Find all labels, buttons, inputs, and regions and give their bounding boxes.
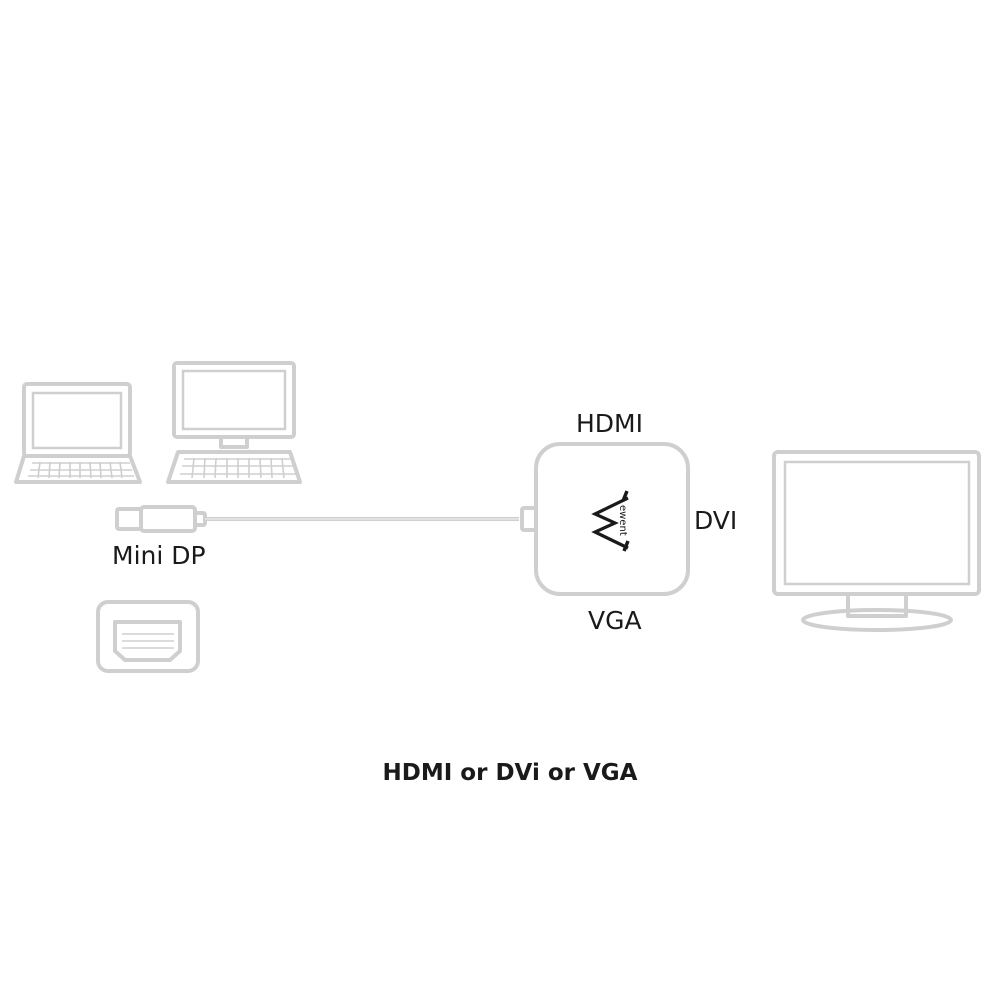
mini-dp-plug-icon [115, 505, 207, 533]
dvi-label: DVI [694, 506, 737, 535]
mini-dp-port-icon [96, 600, 200, 673]
mini-dp-label: Mini DP [112, 541, 206, 570]
hdmi-label: HDMI [576, 409, 643, 438]
laptop-icon [14, 382, 142, 484]
ewent-logo-icon: ewent [591, 490, 630, 552]
monitor-icon [772, 450, 981, 632]
caption: HDMI or DVi or VGA [383, 760, 638, 786]
brand-text: ewent [617, 505, 628, 536]
desktop-computer-icon [166, 361, 302, 484]
vga-label: VGA [588, 606, 642, 635]
adapter-box-icon: ewent [520, 442, 690, 596]
